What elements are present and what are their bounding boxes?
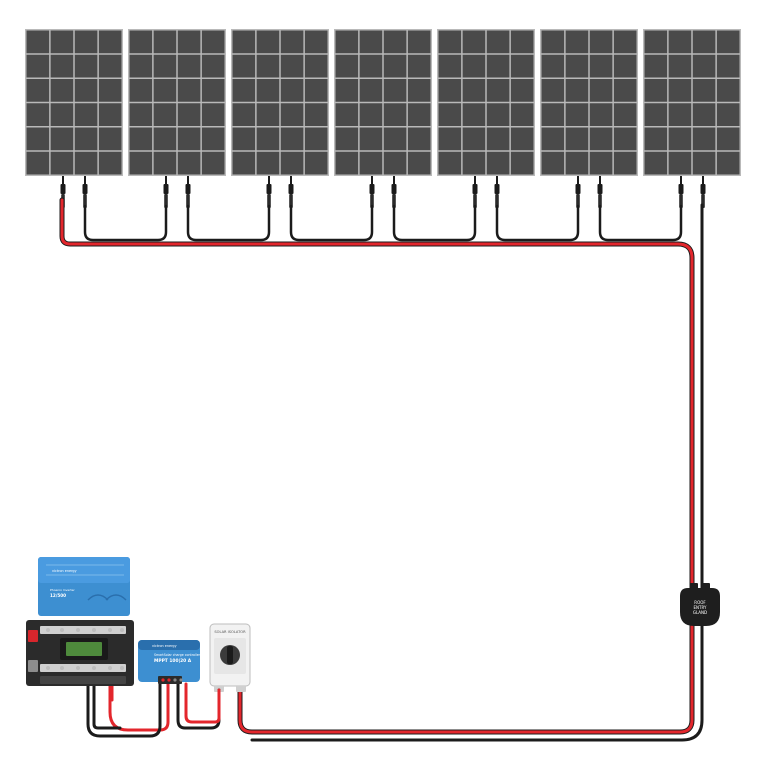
- series-jumper-cable: [598, 204, 683, 242]
- mc4-connector-icon: [472, 176, 478, 208]
- mc4-connector-icon: [266, 176, 272, 208]
- mc4-connector-icon: [597, 176, 603, 208]
- solar-panel-icon: [231, 29, 329, 176]
- gland-label-3: GLAND: [693, 610, 707, 615]
- battery-busbar: [26, 620, 134, 686]
- dc-wiring-lower: [86, 674, 221, 738]
- inverter-model: 12/500: [50, 593, 66, 598]
- solar-panel-icon: [540, 29, 638, 176]
- positive-cable-core: [60, 198, 694, 734]
- mc4-connector-icon: [369, 176, 375, 208]
- mc4-connector-icon: [82, 176, 88, 208]
- mppt-charge-controller: victron energy SmartSolar charge control…: [138, 640, 201, 684]
- solar-panel-array: [25, 29, 741, 176]
- negative-cable: [250, 203, 704, 742]
- mppt-brand: victron energy: [152, 644, 177, 648]
- mc4-connector-icon: [575, 176, 581, 208]
- isolator-label: SOLAR ISOLATOR: [214, 630, 246, 634]
- mc4-connector-icon: [288, 176, 294, 208]
- solar-panel-icon: [128, 29, 226, 176]
- mc4-connector-icon: [163, 176, 169, 208]
- solar-isolator: SOLAR ISOLATOR: [209, 623, 251, 692]
- phoenix-inverter: victron energy Phoenix Inverter 12/500: [38, 557, 130, 616]
- mc4-connector-icon: [678, 176, 684, 208]
- solar-panel-icon: [25, 29, 123, 176]
- inverter-brand: victron energy: [52, 569, 77, 573]
- inverter-line1: Phoenix Inverter: [50, 588, 76, 592]
- mc4-connector-icon: [391, 176, 397, 208]
- solar-panel-icon: [334, 29, 432, 176]
- mppt-model: MPPT 100|20 A: [154, 658, 192, 664]
- mppt-model-line1: SmartSolar charge controller: [154, 653, 201, 657]
- series-jumper-cable: [392, 204, 477, 242]
- series-jumper-cable: [83, 204, 168, 242]
- roof-entry-gland: ROOF ENTRY GLAND: [680, 583, 720, 626]
- mc4-connector-icon: [185, 176, 191, 208]
- mc4-connector-icon: [700, 176, 706, 208]
- mc4-connectors: [60, 176, 706, 242]
- series-jumper-cable: [186, 204, 271, 242]
- gland-label-2: ENTRY: [694, 605, 707, 610]
- solar-panel-icon: [643, 29, 741, 176]
- series-jumper-cable: [495, 204, 580, 242]
- solar-panel-icon: [437, 29, 535, 176]
- charge-controller-icon: [138, 640, 200, 682]
- series-jumper-cable: [289, 204, 374, 242]
- cable-gland-icon: [680, 588, 720, 626]
- mc4-connector-icon: [494, 176, 500, 208]
- gland-label-1: ROOF: [694, 600, 706, 605]
